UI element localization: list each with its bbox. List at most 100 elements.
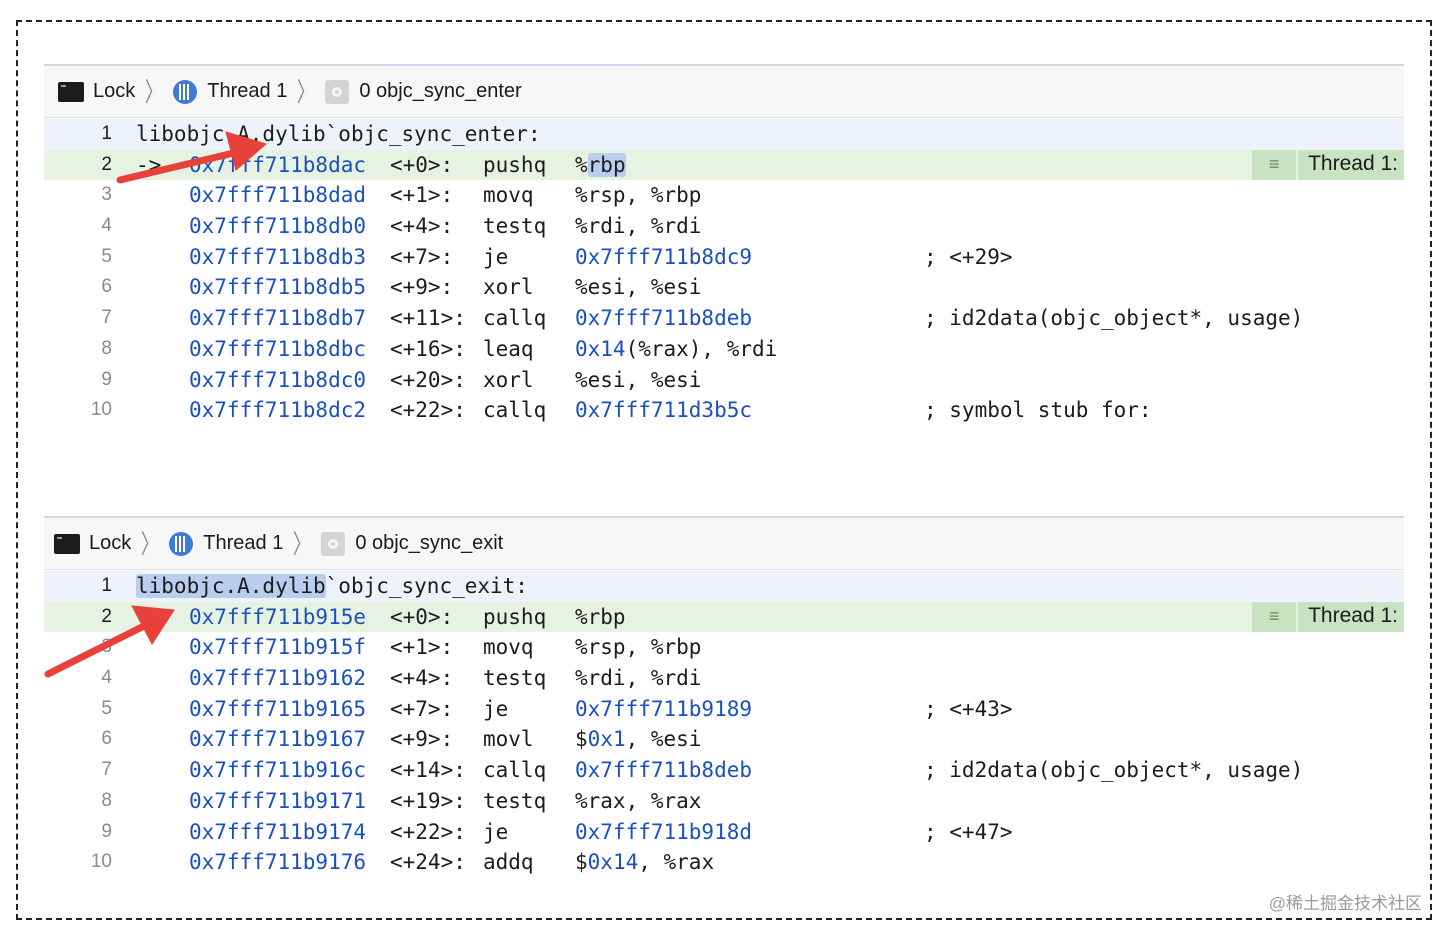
list-icon[interactable]: ≡ xyxy=(1252,149,1297,180)
thread-badge-label: Thread 1: xyxy=(1298,149,1404,180)
breadcrumb-process[interactable]: Lock xyxy=(58,80,135,103)
instruction-operands: 0x7fff711b9189 xyxy=(575,696,753,721)
breadcrumb-frame-label: 0 objc_sync_enter xyxy=(359,80,522,102)
thread-badge[interactable]: ≡Thread 1: xyxy=(1252,149,1404,180)
instruction-comment: ; id2data(objc_object*, usage) xyxy=(924,306,1304,331)
gear-icon xyxy=(325,79,350,104)
instruction-opcode: movl xyxy=(483,727,534,752)
list-icon[interactable]: ≡ xyxy=(1252,601,1297,632)
thread-badge-label: Thread 1: xyxy=(1298,601,1404,632)
line-number: 6 xyxy=(101,276,112,298)
instruction-address: 0x7fff711b8dc2 xyxy=(189,398,367,423)
instruction-opcode: je xyxy=(483,244,509,269)
instruction-address: 0x7fff711b9167 xyxy=(189,727,367,752)
breadcrumb-frame[interactable]: 0 objc_sync_enter xyxy=(325,79,522,104)
jump-bar: Lock 〉 Thread 1 〉 0 objc_sync_enter xyxy=(44,66,1404,118)
line-number: 2 xyxy=(101,605,112,627)
line-number: 9 xyxy=(101,368,112,390)
code-line-current[interactable]: 2->0x7fff711b8dac<+0>:pushq%rbp≡Thread 1… xyxy=(44,149,1404,181)
line-number: 10 xyxy=(90,399,112,421)
instruction-address: 0x7fff711b9171 xyxy=(189,788,367,813)
instruction-address: 0x7fff711b8db0 xyxy=(189,214,367,239)
instruction-operands: %rbp xyxy=(575,604,626,629)
pc-arrow-marker: -> xyxy=(136,152,162,177)
instruction-opcode: addq xyxy=(483,850,534,875)
instruction-offset: <+22>: xyxy=(390,398,466,423)
instruction-opcode: testq xyxy=(483,214,547,239)
chevron-right-icon: 〉 xyxy=(293,528,312,559)
instruction-comment: ; <+29> xyxy=(924,244,1013,269)
instruction-address: 0x7fff711b9162 xyxy=(189,666,367,691)
breadcrumb-thread[interactable]: Thread 1 xyxy=(169,531,283,556)
instruction-opcode: movq xyxy=(483,183,534,208)
instruction-operands: %rsp, %rbp xyxy=(575,183,702,208)
instruction-operands: $0x1, %esi xyxy=(575,727,702,752)
line-number: 4 xyxy=(101,667,112,689)
code-line-current[interactable]: 2->0x7fff711b915e<+0>:pushq%rbp≡Thread 1… xyxy=(44,601,1404,633)
instruction-operands: %esi, %esi xyxy=(575,275,702,300)
line-number: 7 xyxy=(101,759,112,781)
line-number: 6 xyxy=(101,728,112,750)
chevron-right-icon: 〉 xyxy=(141,528,160,559)
instruction-offset: <+24>: xyxy=(390,850,466,875)
instruction-operands: %rsp, %rbp xyxy=(575,635,702,660)
instruction-offset: <+19>: xyxy=(390,788,466,813)
instruction-address: 0x7fff711b8dc0 xyxy=(189,367,367,392)
line-number: 5 xyxy=(101,245,112,267)
instruction-operands: 0x14(%rax), %rdi xyxy=(575,336,778,361)
instruction-opcode: pushq xyxy=(483,604,547,629)
line-number: 3 xyxy=(101,184,112,206)
instruction-address: 0x7fff711b9176 xyxy=(189,850,367,875)
instruction-opcode: movq xyxy=(483,635,534,660)
instruction-address: 0x7fff711b9174 xyxy=(189,819,367,844)
tab-indicator xyxy=(44,516,1404,518)
instruction-comment: ; id2data(objc_object*, usage) xyxy=(924,758,1304,783)
instruction-operands: 0x7fff711b8deb xyxy=(575,758,753,783)
instruction-opcode: je xyxy=(483,819,509,844)
jump-bar: Lock 〉 Thread 1 〉 0 objc_sync_exit xyxy=(44,518,1404,570)
instruction-opcode: callq xyxy=(483,398,547,423)
breadcrumb-process-label: Lock xyxy=(89,532,132,554)
gear-icon xyxy=(321,531,346,556)
instruction-operands: 0x7fff711b8deb xyxy=(575,306,753,331)
instruction-opcode: je xyxy=(483,696,509,721)
line-number: 9 xyxy=(101,820,112,842)
line-number: 8 xyxy=(101,337,112,359)
chevron-right-icon: 〉 xyxy=(297,76,316,107)
thread-badge[interactable]: ≡Thread 1: xyxy=(1252,601,1404,632)
instruction-offset: <+22>: xyxy=(390,819,466,844)
line-number: 1 xyxy=(101,123,112,144)
instruction-address: 0x7fff711b915f xyxy=(189,635,367,660)
instruction-offset: <+4>: xyxy=(390,666,454,691)
breadcrumb-frame[interactable]: 0 objc_sync_exit xyxy=(321,531,503,556)
breadcrumb-thread[interactable]: Thread 1 xyxy=(173,79,287,104)
instruction-opcode: xorl xyxy=(483,275,534,300)
instruction-offset: <+9>: xyxy=(390,275,454,300)
breadcrumb-process[interactable]: Lock xyxy=(54,532,131,555)
instruction-offset: <+20>: xyxy=(390,367,466,392)
line-number: 1 xyxy=(101,575,112,596)
terminal-icon xyxy=(58,81,84,102)
instruction-opcode: callq xyxy=(483,758,547,783)
